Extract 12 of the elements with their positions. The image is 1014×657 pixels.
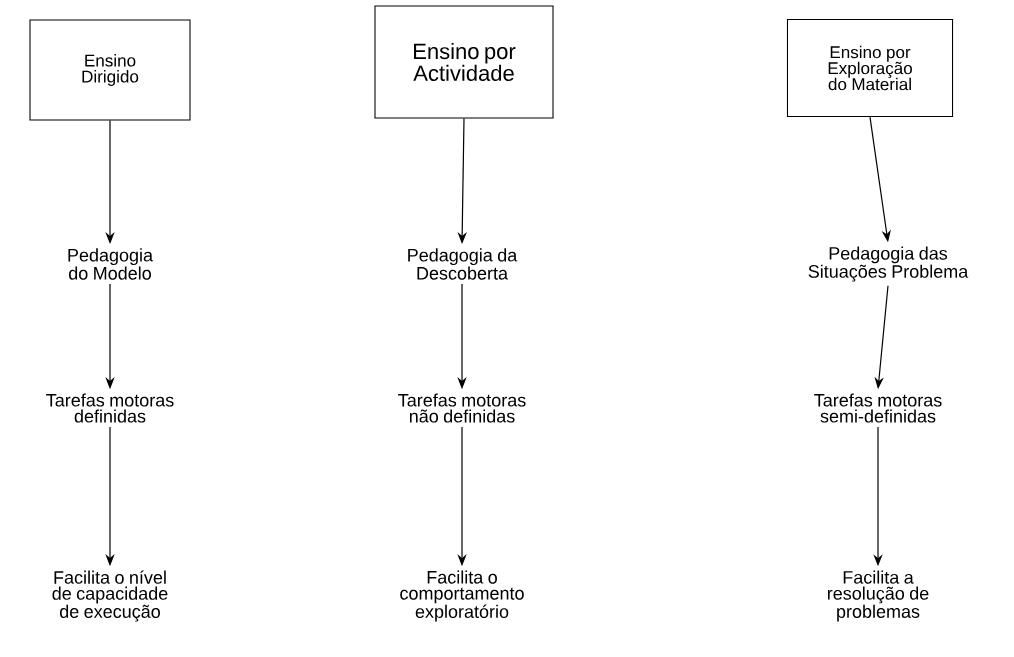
text-label: Tarefas motoras semi-definidas — [814, 393, 942, 423]
text-label: Tarefas motoras definidas — [46, 393, 174, 423]
text-label: Pedagogia das Situações Problema — [808, 246, 969, 282]
process-box: Ensino Dirigido — [29, 19, 191, 121]
text-label: Facilita a resolução de problemas — [827, 570, 929, 622]
text-label: Facilita o nível de capacidade de execução — [52, 570, 168, 622]
text-label: Pedagogia da Descoberta — [408, 248, 518, 280]
text-label: Pedagogia do Modelo — [68, 248, 154, 280]
text-label: Facilita o comportamento exploratório — [400, 570, 524, 622]
process-box: Ensino por Exploração do Material — [786, 18, 954, 118]
process-box: Ensino por Actividade — [374, 5, 554, 119]
text-label: Tarefas motoras não definidas — [398, 393, 526, 423]
